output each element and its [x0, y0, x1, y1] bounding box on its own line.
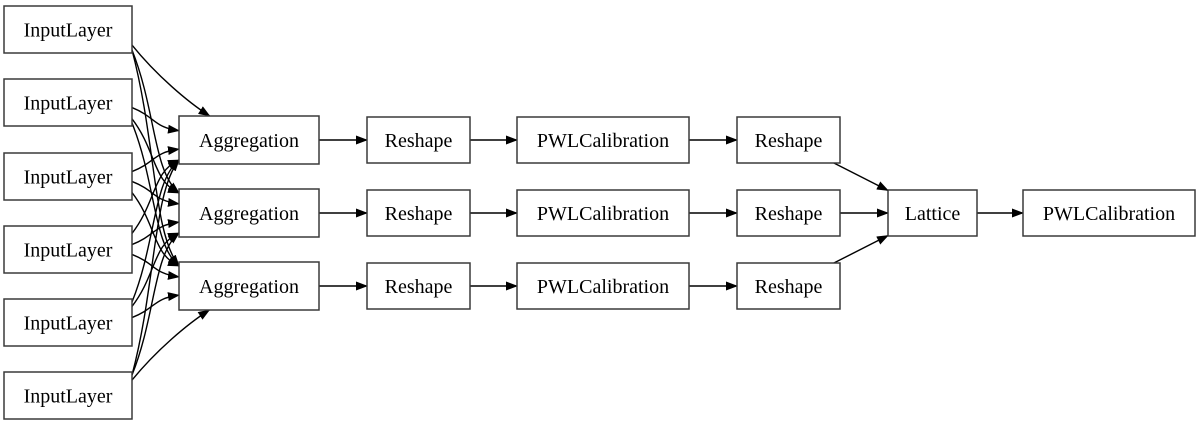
node-agg1-box	[178, 115, 320, 165]
node-agg2-box	[178, 188, 320, 238]
node-il2-box	[3, 78, 133, 127]
edge-rsb1-lat	[833, 162, 889, 192]
node-rs2-box	[366, 189, 471, 237]
node-il2-label: InputLayer	[24, 93, 113, 115]
node-rsb2: Reshape	[736, 189, 841, 237]
node-agg2: Aggregation	[178, 188, 320, 238]
node-rs3-label: Reshape	[385, 276, 453, 298]
edge-il4-agg3	[131, 253, 180, 280]
edge-il1-agg2	[131, 49, 180, 194]
node-rs2: Reshape	[366, 189, 471, 237]
edge-il6-agg2	[131, 232, 180, 376]
node-lat-box	[887, 189, 978, 237]
node-rs1-box	[366, 116, 471, 164]
node-il5: InputLayer	[3, 298, 133, 347]
node-rsb1-box	[736, 116, 841, 164]
node-pwlout-box	[1022, 189, 1196, 237]
node-pwl1-label: PWLCalibration	[537, 130, 669, 152]
node-rsb3-label: Reshape	[755, 276, 823, 298]
edge-il3-agg2	[131, 180, 180, 207]
node-lat: Lattice	[887, 189, 978, 237]
node-agg3-label: Aggregation	[199, 276, 299, 298]
node-il3-label: InputLayer	[24, 167, 113, 189]
node-pwl1: PWLCalibration	[516, 116, 690, 164]
node-pwl3-label: PWLCalibration	[537, 276, 669, 298]
node-pwl3: PWLCalibration	[516, 262, 690, 310]
node-agg3: Aggregation	[178, 261, 320, 311]
node-il4-label: InputLayer	[24, 240, 113, 262]
edges-layer	[131, 44, 1024, 381]
node-rsb1: Reshape	[736, 116, 841, 164]
node-agg1: Aggregation	[178, 115, 320, 165]
node-il2: InputLayer	[3, 78, 133, 127]
node-rs1: Reshape	[366, 116, 471, 164]
node-il4-box	[3, 225, 133, 274]
node-pwl2: PWLCalibration	[516, 189, 690, 237]
node-il4: InputLayer	[3, 225, 133, 274]
edge-il5-agg3	[131, 292, 180, 319]
edge-il6-agg3	[131, 309, 211, 381]
node-rsb2-label: Reshape	[755, 203, 823, 225]
edge-il6-agg1	[131, 159, 180, 376]
node-il5-label: InputLayer	[24, 313, 113, 335]
node-il3-box	[3, 152, 133, 201]
node-rs1-label: Reshape	[385, 130, 453, 152]
node-rs2-label: Reshape	[385, 203, 453, 225]
node-pwl1-box	[516, 116, 690, 164]
node-il1-box	[3, 5, 133, 54]
edge-il1-agg1	[131, 44, 211, 117]
node-rsb1-label: Reshape	[755, 130, 823, 152]
node-pwl3-box	[516, 262, 690, 310]
node-rs3: Reshape	[366, 262, 471, 310]
node-agg3-box	[178, 261, 320, 311]
node-il6: InputLayer	[3, 371, 133, 420]
edge-il2-agg3	[131, 122, 180, 267]
node-pwlout-label: PWLCalibration	[1043, 203, 1175, 225]
node-pwl2-label: PWLCalibration	[537, 203, 669, 225]
node-rsb3-box	[736, 262, 841, 310]
edge-il2-agg2	[131, 118, 180, 194]
node-il1-label: InputLayer	[24, 20, 113, 42]
node-il6-box	[3, 371, 133, 420]
node-il5-box	[3, 298, 133, 347]
node-pwl2-box	[516, 189, 690, 237]
node-pwlout: PWLCalibration	[1022, 189, 1196, 237]
node-lat-label: Lattice	[905, 203, 961, 225]
edge-il4-agg2	[131, 219, 180, 246]
node-il6-label: InputLayer	[24, 386, 113, 408]
edge-il3-agg1	[131, 146, 180, 173]
node-agg1-label: Aggregation	[199, 130, 299, 152]
nodes-layer: InputLayerInputLayerInputLayerInputLayer…	[3, 5, 1196, 420]
node-il1: InputLayer	[3, 5, 133, 54]
edge-il1-agg3	[131, 49, 180, 267]
edge-il3-agg3	[131, 192, 180, 267]
node-rs3-box	[366, 262, 471, 310]
edge-rsb3-lat	[833, 234, 889, 264]
node-rsb3: Reshape	[736, 262, 841, 310]
node-agg2-label: Aggregation	[199, 203, 299, 225]
node-il3: InputLayer	[3, 152, 133, 201]
edge-il2-agg1	[131, 106, 180, 134]
node-rsb2-box	[736, 189, 841, 237]
